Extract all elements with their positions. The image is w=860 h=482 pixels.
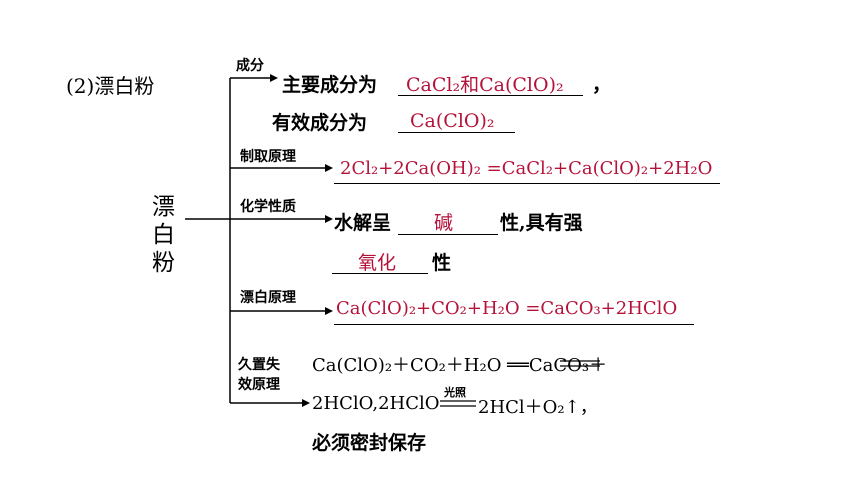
underline-3 — [334, 183, 720, 184]
storage-equation-2b: 2HCl＋O₂↑， — [478, 397, 598, 418]
composition-prefix-2: 有效成分为 — [272, 112, 368, 134]
center-char-2: 白 — [152, 222, 175, 248]
chemical-suffix-2: 性 — [432, 252, 452, 274]
composition-answer-2: Ca(ClO)₂ — [410, 110, 495, 132]
storage-equation-2a: 2HClO,2HClO — [312, 393, 440, 414]
label-preparation: 制取原理 — [240, 149, 296, 165]
chemical-answer-2: 氧化 — [358, 252, 397, 274]
composition-answer-1: CaCl₂和Ca(ClO)₂ — [406, 74, 564, 96]
label-storage-2: 效原理 — [238, 377, 280, 393]
underline-4 — [398, 234, 498, 235]
bleaching-equation: Ca(ClO)₂+CO₂+H₂O =CaCO₃+2HClO — [336, 298, 678, 319]
underline-6 — [334, 324, 694, 325]
arrow-chemical — [325, 215, 333, 223]
underline-2 — [398, 132, 515, 133]
arrow-storage — [302, 399, 310, 407]
chemical-suffix-1: 性,具有强 — [500, 212, 583, 234]
label-composition: 成分 — [236, 58, 264, 74]
composition-prefix-1: 主要成分为 — [282, 74, 378, 96]
chemical-prefix: 水解呈 — [334, 212, 392, 234]
section-title: (2)漂白粉 — [66, 74, 155, 98]
underline-5 — [332, 273, 428, 274]
center-char-3: 粉 — [152, 250, 175, 276]
arrow-composition — [270, 74, 278, 82]
chemical-answer-1: 碱 — [434, 212, 454, 234]
label-bleaching: 漂白原理 — [240, 290, 296, 306]
center-char-1: 漂 — [152, 194, 175, 220]
storage-equation-1: Ca(ClO)₂＋CO₂＋H₂O ══CaCO₃＋ — [312, 355, 608, 376]
preparation-equation: 2Cl₂+2Ca(OH)₂ =CaCl₂+Ca(ClO)₂+2H₂O — [340, 158, 713, 179]
label-chemical-property: 化学性质 — [240, 199, 296, 215]
storage-note: 必须密封保存 — [312, 432, 427, 454]
center-label: 漂 白 粉 — [152, 193, 175, 277]
arrow-bleaching — [325, 307, 333, 315]
arrow-preparation — [325, 164, 333, 172]
storage-condition: 光照 — [444, 386, 466, 399]
label-storage-1: 久置失 — [238, 357, 280, 373]
underline-1 — [398, 95, 583, 96]
composition-suffix-1: ， — [592, 74, 612, 96]
